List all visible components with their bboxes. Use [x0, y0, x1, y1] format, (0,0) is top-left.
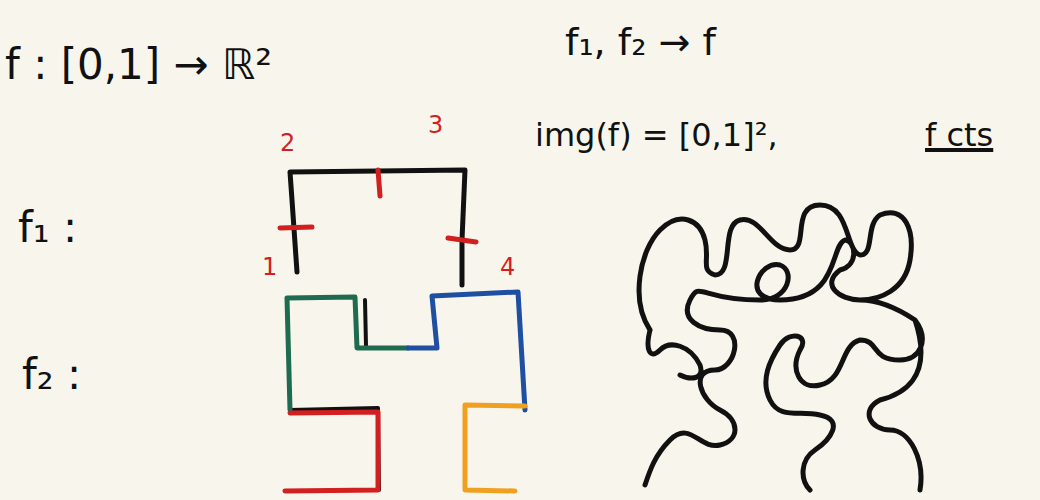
f1-ticks: [280, 170, 476, 242]
continuity-note: f cts: [925, 118, 993, 153]
function-signature: f : [0,1] → ℝ²: [5, 42, 272, 88]
callout-number: 3: [428, 112, 443, 138]
f2-curve: [290, 300, 379, 490]
image-statement: img(f) = [0,1]²,: [535, 118, 778, 153]
convergence-note: f₁, f₂ → f: [565, 22, 716, 64]
f2-blue-part: [408, 292, 525, 410]
f2-green-part: [287, 297, 408, 410]
callout-number: 2: [280, 130, 295, 156]
callout-number: 1: [262, 254, 277, 280]
f2-orange-part: [465, 405, 525, 491]
curve-name: f₁ :: [18, 205, 77, 251]
f2-red-part: [285, 412, 378, 491]
space-filling-curve-sketch: [639, 205, 922, 490]
curve-name: f₂ :: [22, 352, 81, 398]
callout-number: 4: [500, 254, 515, 280]
